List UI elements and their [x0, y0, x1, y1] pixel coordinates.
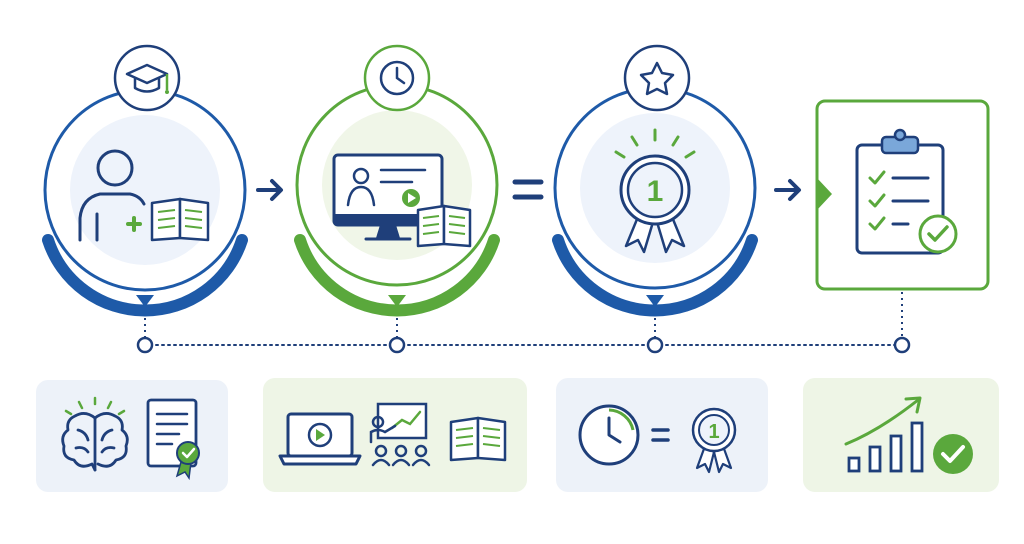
- growth-bar-chart-icon: [844, 396, 924, 473]
- card-growth: [803, 378, 999, 492]
- check-circle-icon: [933, 434, 973, 474]
- graduation-cap-icon: [125, 63, 169, 94]
- monitor-video-lesson-icon: [332, 153, 472, 248]
- timeline-node: [646, 336, 664, 354]
- learner-with-book-icon: [78, 149, 210, 242]
- timeline-node: [388, 336, 406, 354]
- graduation-cap-badge: [113, 44, 181, 112]
- step-checklist: [815, 99, 990, 291]
- step-online-course: [294, 44, 500, 317]
- timeline: [136, 292, 911, 354]
- step-learner: [42, 44, 248, 317]
- clock-badge: [363, 44, 431, 112]
- star-badge: [623, 44, 691, 112]
- card-learning-formats: [263, 378, 527, 492]
- clock-icon: [379, 60, 415, 96]
- award-ribbon-icon: 1: [614, 128, 696, 254]
- award-ribbon-icon: 1: [691, 407, 737, 474]
- star-icon: [639, 61, 675, 96]
- certificate-icon: [146, 398, 200, 481]
- award-number: 1: [647, 175, 664, 208]
- step-achievement: 1: [552, 44, 758, 317]
- award-number: 1: [708, 421, 719, 443]
- arrow-icon: [256, 179, 283, 201]
- presenter-audience-icon: [369, 402, 431, 467]
- equals-icon: [651, 428, 670, 442]
- card-brain-certificate: [36, 380, 228, 492]
- card-time-equals-award: 1: [556, 378, 768, 492]
- clock-icon: [578, 404, 640, 466]
- laptop-video-icon: [278, 412, 362, 466]
- equals-icon: [512, 179, 544, 200]
- clipboard-checklist-icon: [855, 128, 958, 255]
- timeline-node: [136, 336, 154, 354]
- open-book-icon: [449, 416, 507, 462]
- arrow-icon: [774, 179, 801, 201]
- timeline-node: [893, 336, 911, 354]
- brain-icon: [61, 412, 129, 472]
